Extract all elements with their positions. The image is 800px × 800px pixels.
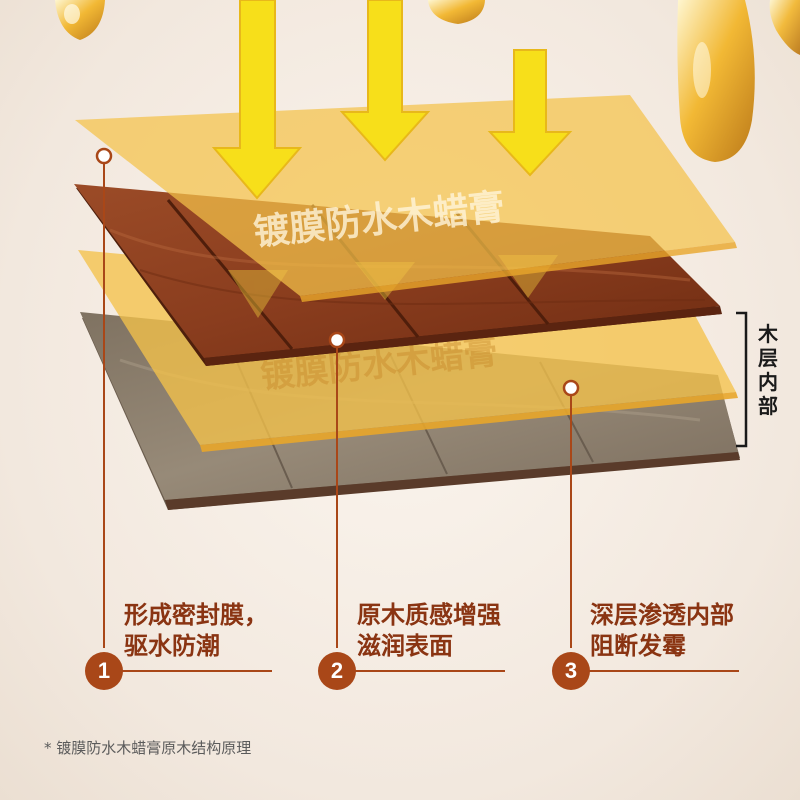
callout-3-line1: 深层渗透内部 [590, 601, 734, 629]
callout-2-badge: 2 [318, 652, 356, 690]
footnote: * 镀膜防水木蜡膏原木结构原理 [44, 739, 252, 757]
callout-3-underline [571, 670, 739, 672]
oil-drops [55, 0, 800, 162]
down-arrow-icon [339, 0, 431, 162]
callout-3-line2: 阻断发霉 [590, 632, 686, 660]
callout-dot-2 [328, 331, 346, 349]
callout-1-line2: 驱水防潮 [124, 632, 220, 660]
callout-2-underline [337, 670, 505, 672]
callout-1-line1: 形成密封膜， [124, 601, 268, 629]
down-arrows [211, 0, 573, 200]
callout-2-line1: 原木质感增强 [357, 601, 501, 629]
down-arrow-icon [211, 0, 303, 200]
oil-drop [677, 0, 755, 162]
side-label: 木层内部 [758, 322, 778, 418]
callout-3-badge: 3 [552, 652, 590, 690]
oil-drop [428, 0, 485, 24]
oil-drop [769, 0, 800, 55]
down-arrow-icon [487, 49, 573, 177]
callout-1-underline [104, 670, 272, 672]
inner-bracket [736, 311, 748, 448]
callout-dot-3 [562, 379, 580, 397]
oil-drop [55, 0, 105, 40]
callout-dot-1 [95, 147, 113, 165]
callout-1-badge: 1 [85, 652, 123, 690]
callout-leaders [95, 147, 580, 648]
callout-2-line2: 滋润表面 [357, 632, 453, 660]
